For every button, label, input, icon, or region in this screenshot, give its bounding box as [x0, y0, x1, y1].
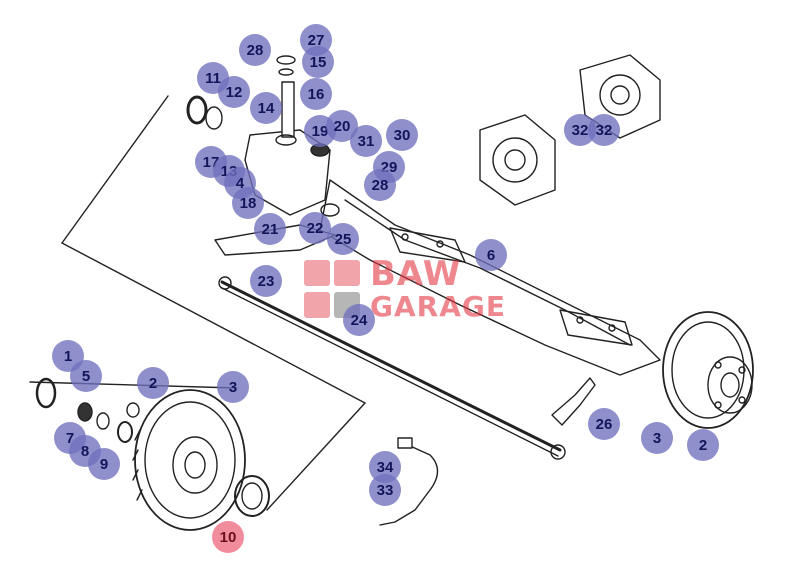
spring-pad: [559, 309, 633, 346]
frame-line: [29, 381, 237, 389]
left-brake-drum: [132, 389, 246, 531]
pad-hole: [608, 324, 616, 332]
part-callout-12[interactable]: 12: [218, 76, 250, 108]
washer: [96, 412, 110, 430]
part-callout-6[interactable]: 6: [475, 239, 507, 271]
washer: [278, 68, 294, 76]
seal-ring: [205, 106, 223, 130]
part-callout-26[interactable]: 26: [588, 408, 620, 440]
part-callout-16[interactable]: 16: [300, 78, 332, 110]
part-callout-28[interactable]: 28: [364, 169, 396, 201]
part-callout-21[interactable]: 21: [254, 213, 286, 245]
frame-line: [266, 402, 366, 511]
part-callout-31[interactable]: 31: [350, 125, 382, 157]
kingpin: [281, 81, 295, 138]
tie-rod-edge: [221, 287, 559, 457]
abs-sensor-cable: [379, 444, 439, 526]
part-callout-5[interactable]: 5: [70, 360, 102, 392]
washer: [276, 55, 296, 65]
part-callout-10[interactable]: 10: [212, 521, 244, 553]
pad-hole: [576, 316, 584, 324]
frame-line: [61, 242, 366, 404]
abs-sensor-plug: [397, 437, 413, 449]
part-callout-22[interactable]: 22: [299, 212, 331, 244]
spring-pad: [389, 227, 466, 263]
part-callout-2[interactable]: 2: [137, 367, 169, 399]
bearing: [275, 134, 297, 146]
axle-beam: [319, 179, 661, 376]
part-callout-20[interactable]: 20: [326, 110, 358, 142]
pad-hole: [401, 233, 409, 241]
part-callout-2[interactable]: 2: [687, 429, 719, 461]
part-callout-14[interactable]: 14: [250, 92, 282, 124]
seal-ring: [186, 95, 208, 125]
bearing-cap: [35, 377, 57, 409]
tie-rod-arm: [551, 377, 596, 426]
tie-rod-end: [550, 444, 566, 460]
part-callout-18[interactable]: 18: [232, 187, 264, 219]
part-callout-25[interactable]: 25: [327, 223, 359, 255]
part-callout-3[interactable]: 3: [641, 422, 673, 454]
part-callout-24[interactable]: 24: [343, 304, 375, 336]
part-callout-3[interactable]: 3: [217, 371, 249, 403]
part-callout-32[interactable]: 32: [588, 114, 620, 146]
part-callout-30[interactable]: 30: [386, 119, 418, 151]
nut: [117, 421, 133, 443]
hub-seal: [234, 475, 270, 517]
frame-line: [61, 95, 169, 244]
tie-rod-end: [218, 276, 232, 290]
part-callout-28[interactable]: 28: [239, 34, 271, 66]
part-callout-33[interactable]: 33: [369, 474, 401, 506]
right-brake-drum: [662, 311, 754, 429]
part-callout-15[interactable]: 15: [302, 46, 334, 78]
pad-hole: [436, 240, 444, 248]
part-callout-1[interactable]: 1: [52, 340, 84, 372]
hub-seal: [241, 482, 263, 510]
nut: [320, 203, 340, 217]
washer: [77, 402, 93, 422]
axle-beam-inner: [344, 199, 631, 346]
tie-rod: [220, 280, 562, 452]
part-callout-9[interactable]: 9: [88, 448, 120, 480]
nut: [126, 402, 140, 418]
part-callout-23[interactable]: 23: [250, 265, 282, 297]
brake-shoe-assembly: [479, 54, 661, 206]
